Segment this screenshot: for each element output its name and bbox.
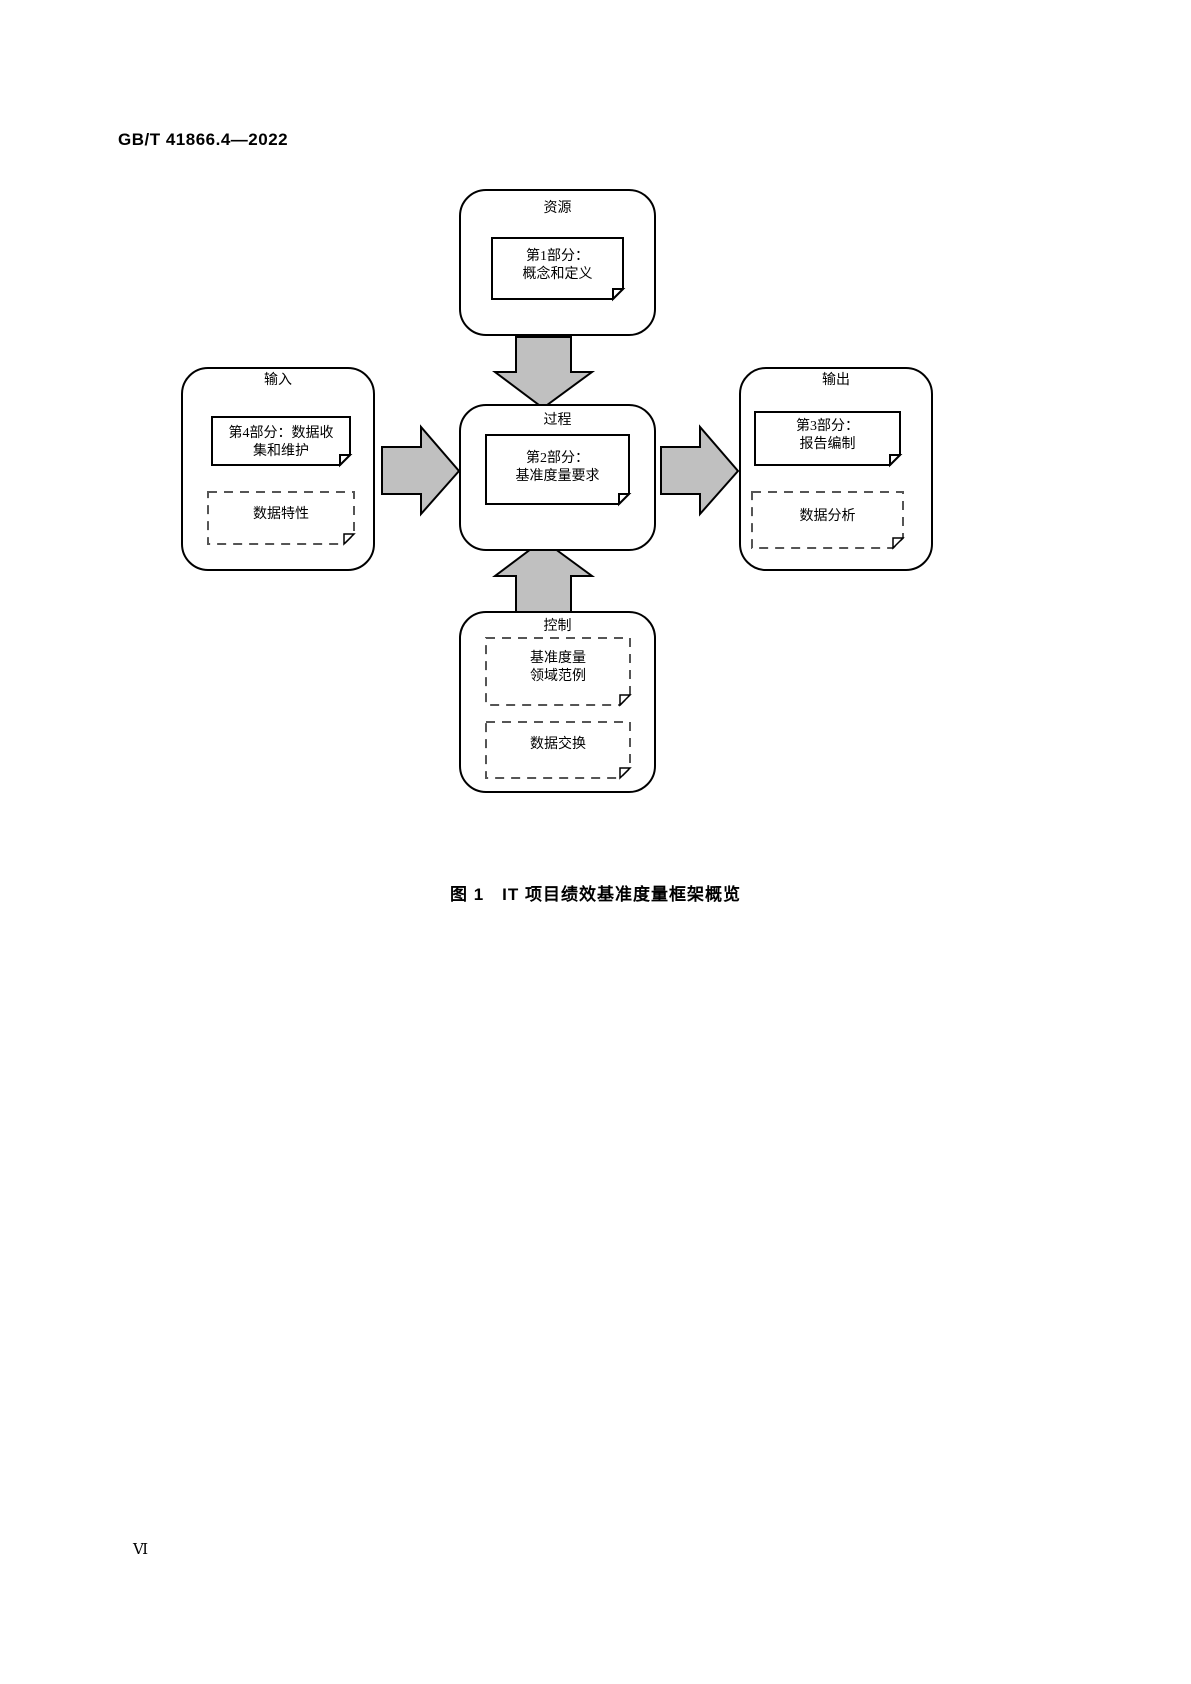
node-control-item-0[interactable] <box>485 637 632 707</box>
page-folio: Ⅵ <box>133 1542 149 1558</box>
arrow-input-to-process <box>381 424 461 517</box>
node-input[interactable] <box>181 367 375 571</box>
dogear-icon <box>889 454 903 468</box>
dogear-icon <box>619 694 632 707</box>
arrow-process-to-output <box>660 424 740 517</box>
framework-diagram-svg <box>181 189 933 793</box>
dogear-icon <box>339 454 353 468</box>
running-head-standard-number: GB/T 41866.4—2022 <box>118 130 289 149</box>
arrow-resource-to-process <box>492 336 596 410</box>
node-output-item-1[interactable] <box>751 491 905 550</box>
dogear-icon <box>619 767 632 780</box>
node-control[interactable] <box>459 611 656 793</box>
node-control-item-1[interactable] <box>485 721 632 780</box>
node-process-item-0[interactable] <box>485 434 632 507</box>
node-control-container <box>459 611 656 793</box>
node-input-item-0[interactable] <box>211 416 353 468</box>
figure-caption: 图 1 IT 项目绩效基准度量框架概览 <box>449 885 741 904</box>
dogear-icon <box>618 493 632 507</box>
node-resource[interactable] <box>459 189 656 336</box>
node-process[interactable] <box>459 404 656 551</box>
dogear-icon <box>343 533 356 546</box>
node-output-item-0[interactable] <box>754 411 903 468</box>
node-output-container <box>739 367 933 571</box>
figure-framework-overview: 资源 第1部分： 概念和定义 输入 第4部分：数据收 集和维护 数据特性 过程 … <box>181 189 933 793</box>
node-input-item-1[interactable] <box>207 491 356 546</box>
node-resource-item-0[interactable] <box>491 237 626 302</box>
node-output[interactable] <box>739 367 933 571</box>
dogear-icon <box>612 288 626 302</box>
dogear-icon <box>892 537 905 550</box>
